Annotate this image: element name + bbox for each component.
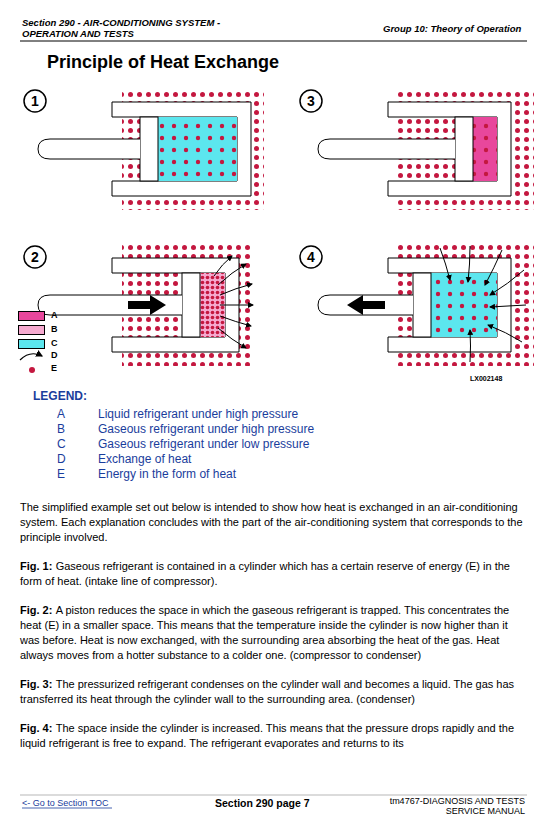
paragraph-text: Gaseous refrigerant is contained in a cy… [20, 560, 510, 587]
paragraph: Fig. 2:A piston reduces the space in whi… [20, 603, 527, 663]
manual-id: SERVICE MANUAL [446, 806, 525, 816]
footer-rule [20, 795, 527, 796]
legend-letter: E [51, 363, 57, 373]
cylinder-panel-3 [318, 88, 534, 210]
legend-dot-sample [29, 367, 35, 373]
cylinder-panel-1 [38, 88, 264, 210]
paragraph-text: The space inside the cylinder is increas… [20, 722, 514, 749]
manual-id: tm4767-DIAGNOSIS AND TESTS [390, 796, 525, 806]
fig-ref: Fig. 3: [20, 678, 52, 690]
legend-text: Energy in the form of heat [98, 467, 236, 481]
callout-number: 3 [300, 90, 322, 112]
legend-text: Liquid refrigerant under high pressure [98, 407, 298, 421]
callout-circles [24, 90, 322, 268]
paragraph: The simplified example set out below is … [20, 500, 527, 545]
paragraph: Fig. 3:The pressurized refrigerant conde… [20, 677, 527, 707]
fig-ref: Fig. 1: [20, 560, 52, 572]
body-text: The simplified example set out below is … [20, 500, 527, 765]
section-header: Section 290 - AIR-CONDITIONING SYSTEM - … [22, 17, 262, 39]
legend-key: E [57, 467, 65, 481]
legend-letter: B [51, 324, 58, 334]
legend-key: C [57, 437, 66, 451]
legend-letter: A [51, 310, 58, 320]
legend-letter: C [51, 338, 58, 348]
paragraph: Fig. 1:Gaseous refrigerant is contained … [20, 559, 527, 589]
fig-ref: Fig. 4: [20, 722, 52, 734]
cylinder-panel-2 [38, 244, 253, 366]
page-title: Principle of Heat Exchange [47, 52, 279, 73]
legend-key: D [57, 452, 66, 466]
paragraph-text: The pressurized refrigerant condenses on… [20, 678, 514, 705]
legend-text: Exchange of heat [98, 452, 191, 466]
paragraph: Fig. 4:The space inside the cylinder is … [20, 721, 527, 751]
legend-arrow-sample [20, 354, 42, 360]
legend-key: A [57, 407, 65, 421]
legend-swatch [18, 311, 45, 321]
legend-swatch [18, 339, 45, 349]
legend-key: B [57, 422, 65, 436]
legend-text: Gaseous refrigerant under high pressure [98, 422, 314, 436]
legend-letter: D [51, 350, 58, 360]
legend-heading: LEGEND: [33, 389, 87, 403]
figure-id: LX002148 [470, 375, 502, 382]
page-number: Section 290 page 7 [215, 797, 310, 809]
legend-text: Gaseous refrigerant under low pressure [98, 437, 309, 451]
cylinder-panel-4 [318, 244, 534, 366]
paragraph-text: A piston reduces the space in which the … [20, 604, 509, 661]
legend-swatch [18, 325, 45, 335]
callout-number: 4 [300, 246, 322, 268]
fig-ref: Fig. 2: [20, 604, 52, 616]
callout-number: 2 [24, 246, 46, 268]
callout-number: 1 [24, 90, 46, 112]
toc-link: <- Go to Section TOC [22, 798, 108, 808]
header-rule [20, 41, 527, 42]
group-header: Group 10: Theory of Operation [383, 23, 521, 34]
